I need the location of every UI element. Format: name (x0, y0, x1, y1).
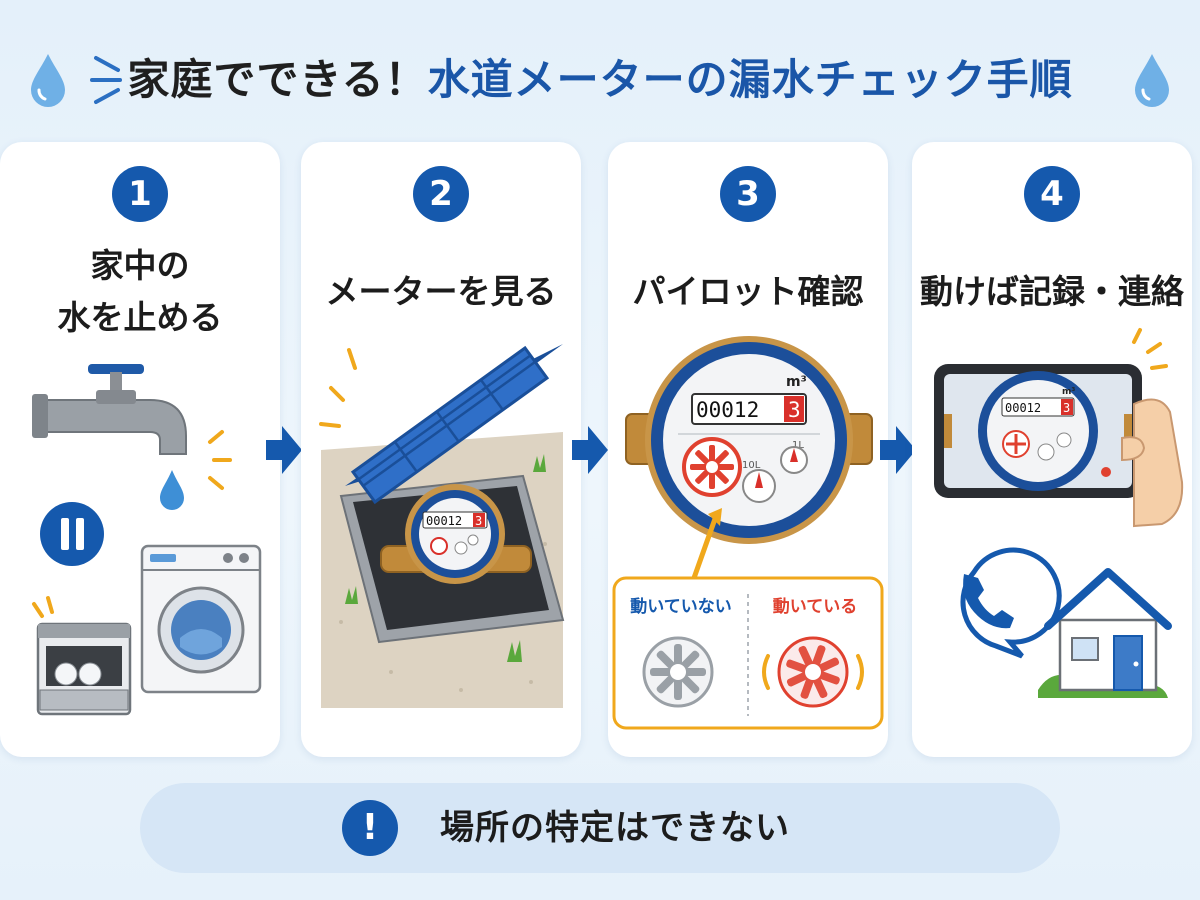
step-number-badge: 1 (112, 166, 168, 222)
splash-lines-icon (90, 56, 122, 104)
step1-illustration (32, 364, 262, 716)
water-drop-icon (160, 470, 184, 510)
pilot-spinning-icon (762, 636, 864, 708)
title-part2: 水道メーターの漏水チェック手順 (427, 55, 1073, 104)
meter-unit: m³ (786, 374, 807, 390)
dial-label-10l: 10L (742, 460, 761, 471)
meter-unit: m³ (1062, 387, 1075, 397)
pilot-indicator-icon (682, 437, 742, 497)
step4-illustration: 00012 3 m³ (934, 328, 1184, 698)
arrow-right-icon (572, 426, 608, 474)
step-title-line2: 水を止める (57, 298, 223, 337)
step-title-line1: 家中の (90, 246, 190, 285)
meter-reading-red-digit: 3 (788, 398, 801, 422)
smartphone-icon: 00012 3 m³ (934, 364, 1142, 498)
step-card-1: 1 家中の 水を止める (0, 142, 280, 757)
step-title: メーターを見る (325, 272, 557, 311)
step-number-badge: 4 (1024, 166, 1080, 222)
status-moving: 動いている (773, 596, 858, 617)
house-icon (1038, 568, 1172, 698)
meter-reading-digits: 00012 (1005, 401, 1041, 415)
meter-reading-red-digit: 3 (1063, 401, 1070, 415)
faucet-icon (32, 364, 187, 455)
exclamation-icon: ! (342, 800, 398, 856)
meter-reading-red-digit: 3 (475, 514, 482, 528)
footer-text: 場所の特定はできない (440, 808, 790, 848)
step3-illustration: m³ 00012 3 10L 1L (612, 336, 884, 730)
step-card-2: 2 メーターを見る (301, 142, 581, 757)
water-drop-icon-right (1135, 54, 1169, 107)
motion-lines-icon (208, 430, 232, 490)
page-title: 家庭でできる！水道メーターの漏水チェック手順 (0, 48, 1200, 112)
status-not-moving: 動いていない (630, 596, 732, 617)
washing-machine-icon (140, 544, 262, 694)
title-part1: 家庭でできる！ (127, 55, 428, 104)
water-meter-icon: 00012 3 (405, 484, 505, 584)
step-card-4: 4 動けば記録・連絡 00012 3 m³ (912, 142, 1192, 757)
step-title: 動けば記録・連絡 (920, 272, 1184, 311)
water-drop-icon-left (31, 54, 65, 107)
step-card-3: 3 パイロット確認 m³ 00012 3 (608, 142, 888, 757)
meter-reading-digits: 00012 (696, 398, 759, 422)
step2-illustration: 00012 3 (319, 344, 565, 708)
footer-note: ! 場所の特定はできない (140, 783, 1060, 873)
dishwasher-icon (36, 622, 132, 716)
arrow-right-icon (880, 426, 916, 474)
meter-reading-digits: 00012 (426, 514, 462, 528)
step-title: パイロット確認 (632, 272, 864, 311)
step-number-badge: 3 (720, 166, 776, 222)
step-number-badge: 2 (413, 166, 469, 222)
pause-icon (40, 502, 104, 566)
pilot-stopped-icon (642, 636, 714, 708)
water-meter-icon: m³ 00012 3 10L 1L (645, 336, 853, 544)
phone-call-icon (960, 547, 1062, 659)
dial-label-1l: 1L (792, 440, 804, 451)
arrow-right-icon (266, 426, 302, 474)
